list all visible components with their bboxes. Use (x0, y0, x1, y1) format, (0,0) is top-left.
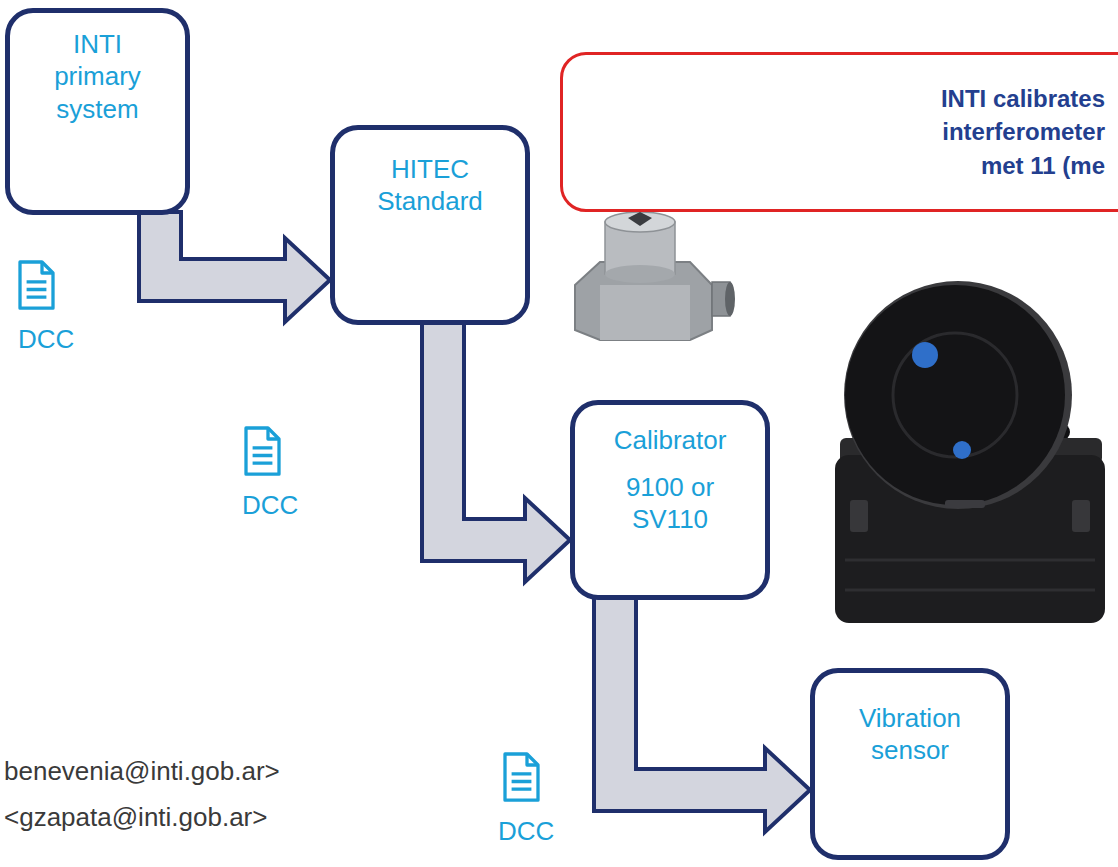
document-lines (512, 774, 532, 789)
block-arrow (594, 597, 810, 832)
document-label: DCC (18, 324, 74, 355)
callout-text: INTI calibrates interferometer met 11 (m… (939, 82, 1105, 183)
box-label: HITEC Standard (368, 153, 493, 218)
process-box: Vibration sensor (810, 668, 1010, 860)
document-icon (20, 262, 53, 308)
disc-ring (893, 333, 1017, 457)
process-box: INTI primary system (5, 8, 190, 215)
document-fold (527, 754, 538, 765)
document-outline (20, 262, 53, 308)
process-box: HITEC Standard (330, 125, 530, 325)
disc-badge (912, 342, 938, 368)
sensor-face (600, 285, 690, 340)
document-lines (253, 448, 273, 463)
box-label: Calibrator (614, 424, 727, 457)
case-latch (1072, 500, 1090, 532)
document-icon (505, 754, 538, 800)
sensor-cap-top (605, 212, 675, 232)
sensor-connector-end (725, 282, 735, 316)
box-label: Vibration sensor (843, 702, 978, 767)
accelerometer-picture (575, 212, 735, 340)
block-arrow (422, 322, 570, 582)
sensor-base (575, 262, 712, 340)
disc (845, 285, 1065, 505)
sensor-mark (628, 212, 652, 226)
disc-rim (844, 281, 1072, 509)
callout-box: INTI calibrates interferometer met 11 (m… (560, 52, 1118, 212)
block-arrow (139, 212, 330, 322)
document-fold (42, 262, 53, 273)
process-box: Calibrator 9100 or SV110 (570, 400, 770, 600)
disc-stand (945, 500, 985, 508)
box-label: INTI primary system (42, 28, 154, 126)
box-label: 9100 or SV110 (611, 471, 729, 536)
email-address: benevenia@inti.gob.ar> (4, 756, 280, 787)
document-lines (27, 282, 47, 297)
document-fold (268, 428, 279, 439)
calibrator-picture (835, 281, 1105, 623)
document-label: DCC (242, 490, 298, 521)
document-label: DCC (498, 816, 554, 847)
document-outline (246, 428, 279, 474)
email-address: <gzapata@inti.gob.ar> (4, 802, 267, 833)
case-latch (850, 500, 868, 532)
case-ribs (845, 560, 1095, 590)
document-icon (246, 428, 279, 474)
document-outline (505, 754, 538, 800)
disc-badge (953, 441, 971, 459)
sensor-cap-base (605, 265, 675, 283)
